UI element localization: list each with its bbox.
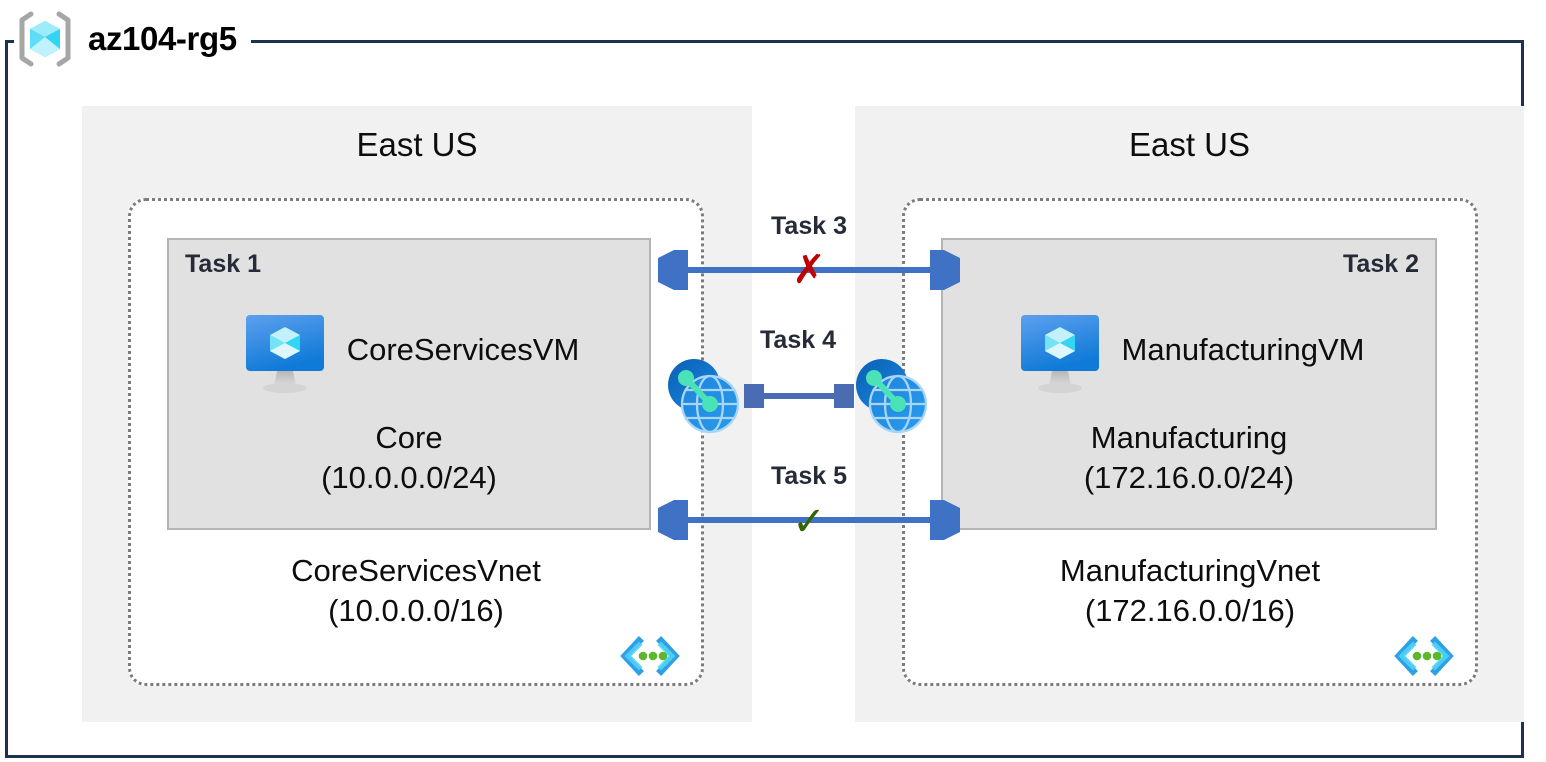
task-3-arrow: [658, 250, 960, 290]
vnet-peering-icon: [848, 352, 934, 438]
subnet-icon: [1393, 635, 1455, 677]
vnet-peering-icon: [660, 352, 746, 438]
resource-group-header: az104-rg5: [14, 4, 251, 74]
subnet-core[interactable]: Task 1: [167, 238, 651, 530]
region-label-left: East US: [356, 126, 478, 163]
vm-row-manufacturing: ManufacturingVM: [943, 304, 1435, 396]
vnet-label-core-services: CoreServicesVnet (10.0.0.0/16): [131, 551, 701, 631]
subnet-cidr-manufacturing: (172.16.0.0/24): [1083, 460, 1295, 495]
task-3-cross-icon: ✗: [792, 248, 826, 292]
connector-label-task-5: Task 5: [771, 462, 847, 490]
vnet-cidr-manufacturing: (172.16.0.0/16): [1084, 593, 1296, 628]
subnet-name-manufacturing: Manufacturing: [1090, 420, 1288, 455]
connector-task-3[interactable]: Task 3 ✗: [658, 212, 960, 292]
subnet-label-core: Core (10.0.0.0/24): [169, 418, 649, 498]
task-5-arrow: [658, 500, 960, 540]
task-tag-1: Task 1: [185, 250, 261, 278]
azure-resource-group-icon: [14, 8, 76, 70]
task-4-arrow: [744, 384, 854, 408]
vnet-name-manufacturing: ManufacturingVnet: [1059, 553, 1321, 588]
vnet-name-core-services: CoreServicesVnet: [291, 553, 541, 588]
connector-task-5[interactable]: Task 5 ✓: [658, 462, 960, 552]
vm-name-core-services: CoreServicesVM: [346, 332, 580, 367]
virtual-machine-icon: [239, 304, 331, 396]
subnet-cidr-core: (10.0.0.0/24): [321, 460, 497, 495]
connector-label-task-3: Task 3: [771, 212, 847, 240]
subnet-name-core: Core: [375, 420, 443, 455]
vnet-cidr-core-services: (10.0.0.0/16): [328, 593, 504, 628]
task-tag-2: Task 2: [1343, 250, 1419, 278]
vm-row-core: CoreServicesVM: [169, 304, 649, 396]
vm-name-manufacturing: ManufacturingVM: [1121, 332, 1365, 367]
subnet-label-manufacturing: Manufacturing (172.16.0.0/24): [943, 418, 1435, 498]
subnet-icon: [619, 635, 681, 677]
task-5-check-icon: ✓: [792, 500, 826, 544]
resource-group-name: az104-rg5: [88, 20, 237, 57]
region-label-right: East US: [1128, 126, 1251, 163]
connector-task-4[interactable]: Task 4: [660, 326, 936, 446]
vnet-label-manufacturing: ManufacturingVnet (172.16.0.0/16): [905, 551, 1475, 631]
subnet-manufacturing[interactable]: Task 2: [941, 238, 1437, 530]
virtual-machine-icon: [1014, 304, 1106, 396]
connector-label-task-4: Task 4: [760, 326, 836, 354]
